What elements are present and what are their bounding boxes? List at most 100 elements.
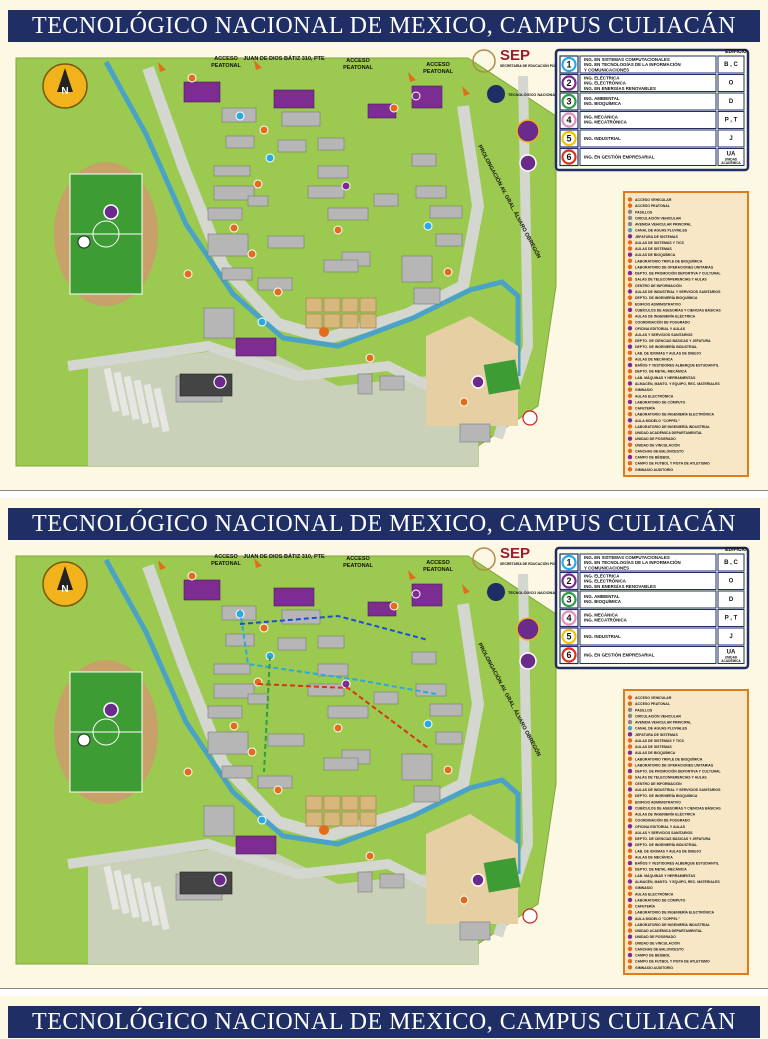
basketball-court <box>323 297 341 313</box>
campus-building <box>207 233 249 257</box>
legend-marker <box>627 965 633 970</box>
career-number: 3 <box>566 595 571 605</box>
campus-building <box>379 873 405 889</box>
building-marker <box>443 765 453 775</box>
legend-item: CENTRO DE INFORMACIÓN <box>635 781 682 786</box>
legend-marker <box>627 467 633 472</box>
legend-marker <box>627 399 633 405</box>
legend-item: AULAS DE MECÁNICA <box>635 356 673 361</box>
campus-building <box>317 635 345 649</box>
career-number-circle <box>561 554 577 571</box>
building-marker <box>411 91 421 101</box>
legend-item: CANCHAS DE BALONCESTO <box>635 449 684 453</box>
access-label-line1: ACCESO <box>426 62 450 68</box>
basketball-court <box>323 811 341 827</box>
legend-item: CANCHAS DE BALONCESTO <box>635 947 684 951</box>
legend-marker <box>627 922 633 927</box>
tecnm-logo-text: TECNOLÓGICO NACIONAL DE MÉXICO <box>508 92 580 97</box>
itc-logo-icon <box>213 375 227 389</box>
access-label-line2: PEATONAL <box>423 567 453 573</box>
building-marker <box>247 747 257 757</box>
legend-item: CANAL DE AGUAS PLUVIALES <box>635 727 688 731</box>
legend-item: DEPTO. DE CIENCIAS BÁSICAS Y JEFATURA <box>635 836 711 841</box>
career-building-box <box>717 55 745 74</box>
legend-item: CUBÍCULOS DE ASESORÍAS Y CIENCIAS BÁSICA… <box>635 307 721 312</box>
compass-letter: N <box>61 584 68 595</box>
career-name-line: ING. EN ENERGÍAS RENOVABLES <box>584 584 656 589</box>
career-building-box <box>717 553 745 572</box>
legend-marker <box>627 454 633 460</box>
legend-item: AULAS DE SISTEMAS <box>635 745 672 749</box>
campus-building <box>307 185 345 199</box>
career-number: 6 <box>566 152 571 162</box>
career-number-circle <box>561 112 577 128</box>
legend-item: LABORATORIO TRIPLE DE BIOQUÍMICA <box>635 258 703 263</box>
career-name-line: ING. ELÉCTRICA <box>584 76 620 81</box>
career-number: 4 <box>566 613 571 623</box>
legend-marker <box>627 836 633 841</box>
access-arrow-icon <box>462 584 470 594</box>
storm-canal <box>103 558 521 874</box>
legend-marker <box>627 909 633 915</box>
legend-item: GIMNASIO <box>635 886 653 890</box>
compass-letter: N <box>61 86 68 97</box>
legend-item: DEPTO. DE INGENIERÍA INDUSTRIAL <box>635 842 698 847</box>
campus-building <box>257 277 293 291</box>
access-arrow-icon <box>408 570 416 580</box>
career-name-box <box>579 129 717 148</box>
building-marker <box>443 267 453 277</box>
basketball-icon <box>319 825 329 835</box>
legend-marker <box>627 424 633 429</box>
building-marker <box>423 719 433 729</box>
sep-logo-text: SEP <box>500 545 530 562</box>
legend-item: BAÑOS Y VESTIDORES ALBERQUE ESTUDIANTIL <box>635 363 720 368</box>
legend-marker <box>627 946 633 952</box>
legend-item: AULAS DE SISTEMAS Y TICS <box>635 739 685 743</box>
access-label-line1: ACCESO <box>346 556 370 562</box>
legend-item: OFICINA EDITORIAL Y AULAS <box>635 825 686 829</box>
career-name-line: Y COMUNICACIONES <box>584 565 629 570</box>
street-label-top: JUAN DE DIOS BÁTIZ 310, PTE <box>243 553 325 560</box>
tecnm-logo-icon <box>487 85 505 103</box>
building-marker <box>187 571 197 581</box>
highlighted-building <box>273 587 315 607</box>
access-label-line1: ACCESO <box>346 58 370 64</box>
legend-marker <box>627 916 633 921</box>
career-number: 2 <box>566 576 571 586</box>
vehicle-road <box>142 563 485 843</box>
campus-building <box>213 663 251 675</box>
legend-marker <box>627 393 633 398</box>
legend-item: LABORATORIO DE OPERACIONES UNITARIAS <box>635 763 714 767</box>
career-number-circle <box>561 647 577 663</box>
career-name-box <box>579 572 717 590</box>
campus-building <box>277 637 307 651</box>
legend-item: AULAS DE INDUSTRIAL Y SERVICIOS SANITARI… <box>635 290 721 294</box>
building-marker <box>365 353 375 363</box>
legend-marker <box>627 928 633 933</box>
legend-item: AULAS DE INDUSTRIAL Y SERVICIOS SANITARI… <box>635 788 721 792</box>
campus-building <box>203 805 235 837</box>
campus-building <box>213 165 251 177</box>
campus-building <box>429 703 463 717</box>
career-name-box <box>579 627 717 646</box>
access-arrow-icon <box>158 62 166 72</box>
career-number: 6 <box>566 650 571 660</box>
access-label-line1: ACCESO <box>214 56 238 62</box>
building-marker <box>253 179 263 189</box>
basketball-court <box>359 811 377 827</box>
career-name-line: ING. EN ENERGÍAS RENOVABLES <box>584 86 656 91</box>
legend-marker <box>627 873 633 878</box>
career-building-box <box>717 129 745 148</box>
legend-marker <box>627 891 633 896</box>
sep-emblem-icon <box>472 49 496 73</box>
parking-row <box>123 873 140 919</box>
legend-item: AULAS Y SERVICIOS SANITARIOS <box>635 333 693 337</box>
career-name-line: ING. MECATRÓNICA <box>584 120 628 125</box>
career-name-box <box>579 553 717 572</box>
campus-building <box>323 259 359 273</box>
legend-marker <box>627 940 633 946</box>
legend-marker <box>627 885 633 890</box>
itc-logo-icon <box>103 702 119 718</box>
